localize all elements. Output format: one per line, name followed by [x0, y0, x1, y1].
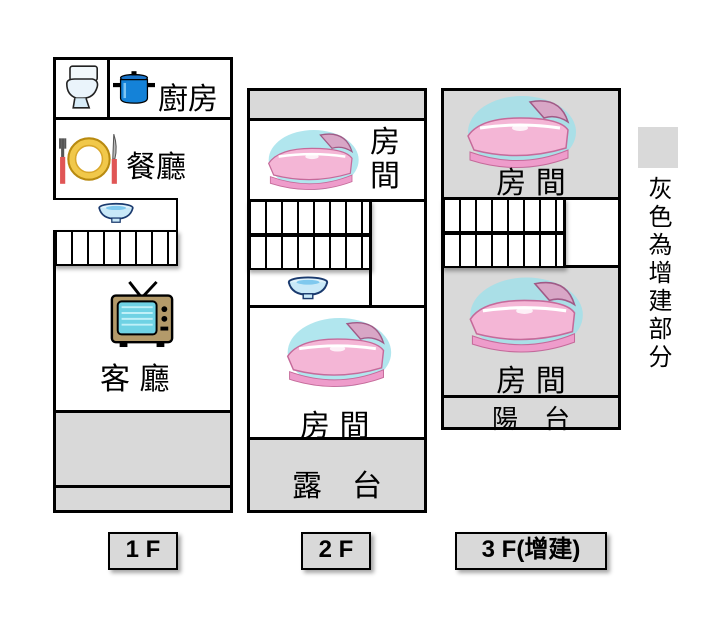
floor2-room-top-label: 房 間	[370, 125, 400, 194]
floor3-stairs-lower	[441, 233, 565, 268]
floor3-balcony-line	[441, 395, 621, 398]
toilet-icon	[62, 60, 102, 114]
floor2-stairs-upper	[247, 200, 371, 235]
terrace-label: 露 台	[292, 469, 382, 504]
dinner-plate-icon	[58, 132, 120, 186]
tv-icon	[108, 280, 176, 348]
legend-text: 灰色為增建部分	[644, 176, 672, 372]
floor2-stair-wall	[369, 200, 372, 308]
dining-label: 餐廳	[126, 150, 186, 185]
floor1-added-area	[53, 410, 233, 513]
floor2-label: 2 F	[301, 532, 371, 570]
floor3-room-top-label: 房 間	[496, 166, 566, 201]
floor3-room-bottom-label: 房 間	[496, 364, 566, 399]
cradle-icon	[280, 310, 395, 395]
cradle-icon	[462, 270, 587, 360]
floor2-stairs-lower	[247, 235, 371, 270]
washbasin-icon	[284, 275, 332, 301]
floor1-added-divider	[53, 485, 233, 488]
floor1-label: 1 F	[108, 532, 178, 570]
floor1-kitchen-divider	[107, 57, 110, 119]
balcony-label: 陽 台	[491, 405, 570, 435]
floor2-room-line	[247, 305, 427, 308]
floor3-stair-wall	[563, 198, 566, 268]
floor1-kitchen-row	[53, 117, 233, 120]
floor1-stairs	[53, 230, 178, 266]
cradle-icon	[262, 124, 362, 196]
living-room-label: 客 廳	[100, 362, 170, 397]
kitchen-label: 廚房	[158, 82, 218, 117]
legend-swatch	[638, 127, 678, 168]
floor2-terrace	[247, 437, 427, 513]
washbasin-icon	[95, 202, 137, 224]
floor3-stairs-upper	[441, 198, 565, 233]
floor2-top-strip	[247, 88, 427, 121]
floor3-label: 3 F(增建)	[455, 532, 607, 570]
pot-icon	[113, 68, 155, 108]
